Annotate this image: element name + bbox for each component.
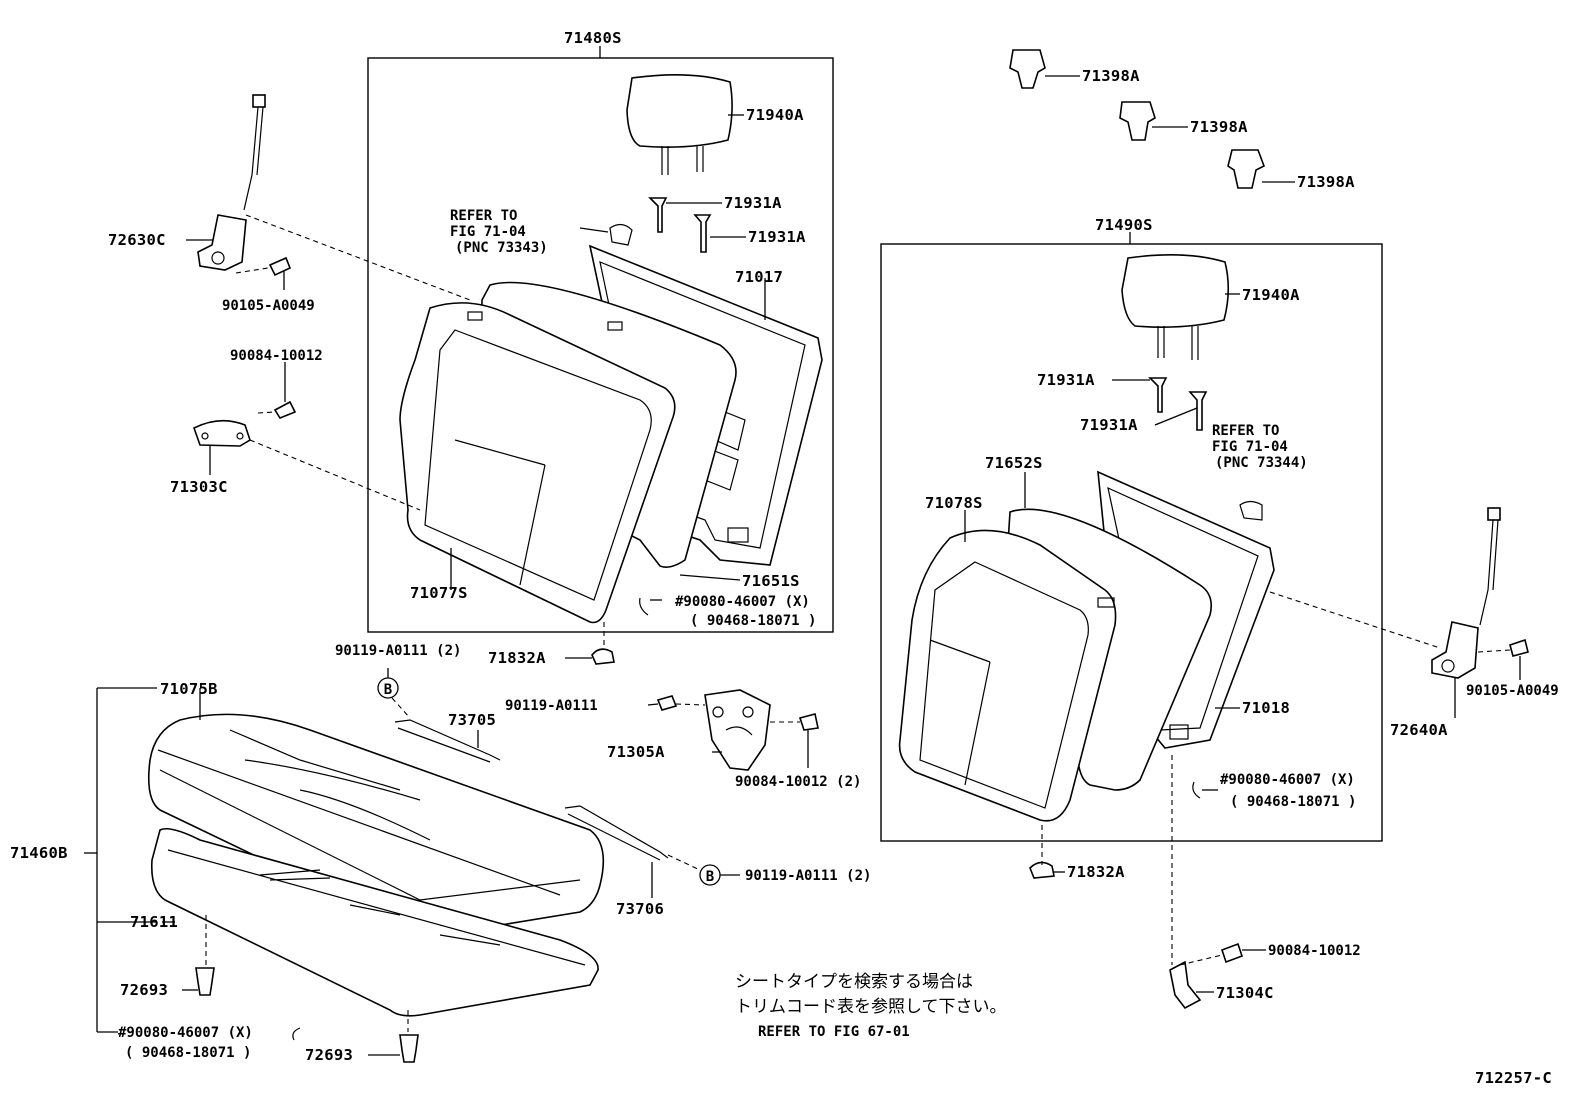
refer-right-line1: REFER TO [1212, 423, 1279, 439]
label-cover-2: 71398A [1190, 118, 1248, 136]
label-headrest-right: 71940A [1242, 286, 1300, 304]
note-refer: REFER TO FIG 67-01 [758, 1024, 910, 1040]
label-cushion-assy: 71460B [10, 844, 68, 862]
b-marker-2: B [699, 864, 721, 886]
label-stopper-right: 71832A [1067, 863, 1125, 881]
label-cushion-cover: 71075B [160, 680, 218, 698]
hinge [704, 689, 771, 771]
bolt-right-lock [1509, 638, 1529, 657]
label-clip-1: 72693 [120, 981, 168, 999]
label-cover-1: 71398A [1082, 67, 1140, 85]
figure-id: 712257-C [1475, 1069, 1552, 1087]
headrest-left [626, 74, 733, 175]
label-back-cover-right: 71078S [925, 494, 983, 512]
label-ring-bottom: #90080-46007 (X) [118, 1025, 253, 1041]
label-lock-left: 72630C [108, 231, 166, 249]
label-back-pad-left: 71651S [742, 572, 800, 590]
label-right-back-assy: 71490S [1095, 216, 1153, 234]
lock-left [197, 94, 266, 271]
label-ring-left-alt: ( 90468-18071 ) [690, 613, 816, 629]
support-left [648, 197, 712, 253]
label-bracket-right: 71304C [1216, 984, 1274, 1002]
label-left-back-assy: 71480S [564, 29, 622, 47]
label-ring-bottom-alt: ( 90468-18071 ) [125, 1045, 251, 1061]
label-bolt-left-lock: 90105-A0049 [222, 298, 315, 314]
ring-left-icon [639, 597, 649, 616]
clip-1 [195, 967, 215, 996]
label-cover-3: 71398A [1297, 173, 1355, 191]
label-bracket-left: 71303C [170, 478, 228, 496]
label-wire-1: 73705 [448, 711, 496, 729]
label-support-right-1: 71931A [1037, 371, 1095, 389]
clip-2 [399, 1034, 419, 1063]
bolt-bracket-right [1220, 942, 1244, 964]
cover-2 [1119, 101, 1156, 141]
clip-left-refer [609, 223, 633, 246]
label-cushion-pad: 71611 [130, 913, 178, 931]
clip-right-refer [1239, 500, 1263, 521]
refer-right-line2: FIG 71-04 [1212, 439, 1288, 455]
bolt-bracket-left [273, 400, 297, 419]
headrest-right [1121, 254, 1230, 360]
hinge-nut [798, 713, 819, 731]
refer-left-line3: (PNC 73343) [455, 240, 548, 256]
label-frame-right: 71018 [1242, 699, 1290, 717]
cover-3 [1227, 149, 1266, 189]
stopper-right [1029, 861, 1055, 879]
wire-1 [394, 719, 501, 763]
label-back-cover-left: 71077S [410, 584, 468, 602]
cushion-cover [147, 713, 605, 937]
bolt-left-lock [268, 256, 292, 277]
back-cover-right [898, 529, 1117, 822]
label-bolt-right-lock: 90105-A0049 [1466, 683, 1559, 699]
label-ring-right-alt: ( 90468-18071 ) [1230, 794, 1356, 810]
label-ring-left: #90080-46007 (X) [675, 594, 810, 610]
right-back-assy-frame [880, 243, 1383, 842]
label-support-right-2: 71931A [1080, 416, 1138, 434]
bracket-right [1169, 960, 1202, 1010]
label-bolt-bracket-right: 90084-10012 [1268, 943, 1361, 959]
label-support-left-2: 71931A [748, 228, 806, 246]
svg-text:B: B [706, 869, 714, 885]
wire-2 [564, 805, 669, 861]
refer-left-line2: FIG 71-04 [450, 224, 526, 240]
note-jp-line1: シートタイプを検索する場合は [735, 972, 973, 992]
refer-left-line1: REFER TO [450, 208, 517, 224]
cushion-pad [150, 827, 599, 1017]
support-right [1148, 377, 1208, 431]
label-b-bolt-top: 90119-A0111 (2) [335, 643, 461, 659]
label-hinge: 71305A [607, 743, 665, 761]
label-headrest-left: 71940A [746, 106, 804, 124]
label-hinge-bolt: 90119-A0111 [505, 698, 598, 714]
label-ring-right: #90080-46007 (X) [1220, 772, 1355, 788]
label-bolt-bracket-left: 90084-10012 [230, 348, 323, 364]
label-support-left-1: 71931A [724, 194, 782, 212]
label-back-pad-right: 71652S [985, 454, 1043, 472]
cover-1 [1009, 49, 1046, 89]
refer-right-line3: (PNC 73344) [1215, 455, 1308, 471]
bracket-left [193, 419, 251, 447]
stopper-left [591, 648, 615, 665]
label-frame-left: 71017 [735, 268, 783, 286]
note-jp-line2: トリムコード表を参照して下さい。 [735, 997, 1007, 1017]
ring-right-icon [1192, 781, 1201, 799]
label-hinge-nut: 90084-10012 (2) [735, 774, 861, 790]
label-b-bolt-bottom: 90119-A0111 (2) [745, 868, 871, 884]
lock-right [1431, 507, 1501, 679]
label-wire-2: 73706 [616, 900, 664, 918]
ring-bottom-icon [292, 1027, 301, 1041]
label-clip-2: 72693 [305, 1046, 353, 1064]
label-stopper-left: 71832A [488, 649, 546, 667]
label-lock-right: 72640A [1390, 721, 1448, 739]
hinge-bolt [656, 695, 678, 711]
back-cover-left [399, 302, 676, 624]
svg-text:B: B [384, 682, 392, 698]
b-marker-1: B [377, 677, 399, 699]
